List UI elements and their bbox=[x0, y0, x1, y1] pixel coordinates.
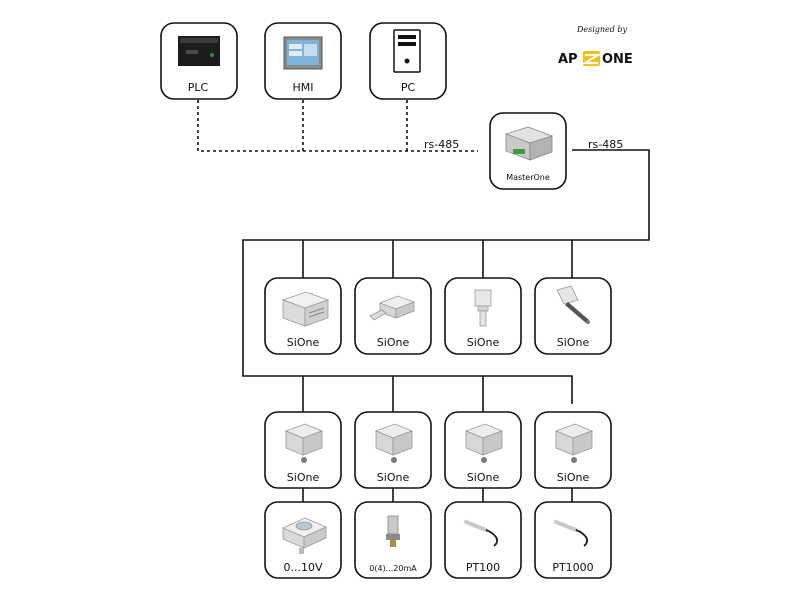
sensor-2-label: SiOne bbox=[377, 336, 410, 349]
node-input-1: 0...10V bbox=[264, 501, 342, 579]
designed-by-credit: Designed by AP ONE bbox=[558, 25, 633, 67]
sensor-3-label: SiOne bbox=[467, 336, 500, 349]
node-sensor-3: SiOne bbox=[444, 277, 522, 355]
plc-icon bbox=[178, 36, 220, 66]
module-2-label: SiOne bbox=[377, 471, 410, 484]
module-3-label: SiOne bbox=[467, 471, 500, 484]
pressure-transmitter-icon bbox=[282, 517, 327, 554]
duct-sensor-small-icon bbox=[369, 295, 416, 321]
input-1-label: 0...10V bbox=[283, 561, 322, 574]
node-module-4: SiOne bbox=[534, 411, 612, 489]
bus-label-right: rs-485 bbox=[588, 138, 623, 151]
hmi-icon bbox=[283, 36, 323, 70]
probe-sensor-icon bbox=[474, 289, 492, 327]
enclosure-module-icon bbox=[374, 423, 414, 463]
pressure-sensor-icon bbox=[386, 515, 400, 547]
sensor-1-label: SiOne bbox=[287, 336, 320, 349]
module-4-label: SiOne bbox=[557, 471, 590, 484]
node-input-3: PT100 bbox=[444, 501, 522, 579]
pc-label: PC bbox=[401, 81, 416, 94]
enclosure-module-icon bbox=[554, 423, 594, 463]
angled-probe-sensor-icon bbox=[556, 285, 590, 324]
logo-left-text: AP bbox=[558, 52, 578, 67]
node-input-2: 0(4)...20mA bbox=[354, 501, 432, 579]
input-2-label: 0(4)...20mA bbox=[369, 564, 417, 573]
node-sensor-1: SiOne bbox=[264, 277, 342, 355]
input-3-label: PT100 bbox=[466, 561, 500, 574]
logo-right-text: ONE bbox=[602, 52, 633, 67]
wiring bbox=[197, 100, 650, 502]
node-pc: PC bbox=[369, 22, 447, 100]
node-module-1: SiOne bbox=[264, 411, 342, 489]
dotted-bus-line bbox=[197, 100, 478, 152]
input-4-label: PT1000 bbox=[552, 561, 593, 574]
bus-label-left: rs-485 bbox=[424, 138, 459, 151]
node-hmi: HMI bbox=[264, 22, 342, 100]
pt100-probe-icon bbox=[464, 520, 499, 547]
module-1-label: SiOne bbox=[287, 471, 320, 484]
master-module-icon bbox=[504, 126, 554, 161]
hmi-label: HMI bbox=[292, 81, 313, 94]
node-module-2: SiOne bbox=[354, 411, 432, 489]
node-sensor-2: SiOne bbox=[354, 277, 432, 355]
master-label: MasterOne bbox=[506, 173, 550, 182]
enclosure-module-icon bbox=[464, 423, 504, 463]
pt1000-probe-icon bbox=[554, 520, 589, 547]
node-input-4: PT1000 bbox=[534, 501, 612, 579]
wall-sensor-icon bbox=[281, 291, 330, 327]
apzone-logo: AP ONE bbox=[558, 51, 633, 67]
node-module-3: SiOne bbox=[444, 411, 522, 489]
field-bus-line bbox=[242, 149, 650, 404]
enclosure-module-icon bbox=[284, 423, 324, 463]
logo-z-icon bbox=[581, 51, 602, 66]
node-sensor-4: SiOne bbox=[534, 277, 612, 355]
node-plc: PLC bbox=[160, 22, 238, 100]
sensor-4-label: SiOne bbox=[557, 336, 590, 349]
designed-by-text: Designed by bbox=[576, 25, 628, 34]
pc-icon bbox=[393, 29, 421, 73]
node-master: MasterOne bbox=[489, 112, 567, 190]
plc-label: PLC bbox=[188, 81, 209, 94]
